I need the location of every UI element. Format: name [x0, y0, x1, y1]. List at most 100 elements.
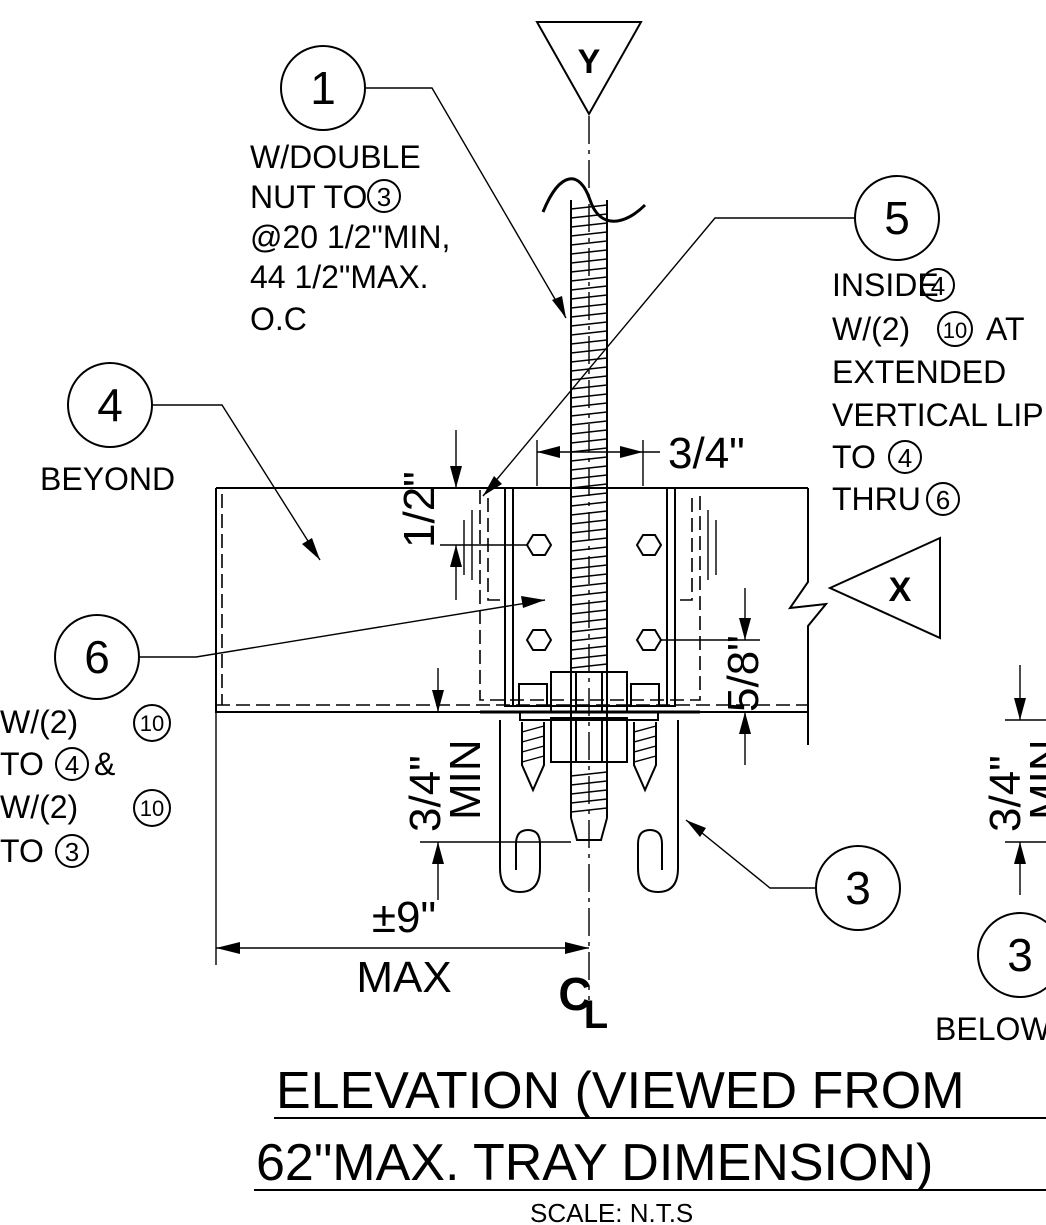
- rod-thread-line: [570, 483, 608, 489]
- rod-thread-line: [570, 231, 608, 237]
- dim-min-left: 3/4" MIN: [401, 668, 571, 900]
- rod-thread-line: [570, 276, 608, 282]
- rod-thread-line: [570, 474, 608, 480]
- rod-thread-line: [570, 357, 608, 363]
- rod-thread-line: [570, 312, 608, 318]
- double-nuts: [519, 671, 659, 763]
- centerline-symbol: C L: [558, 968, 608, 1037]
- callout-1-note-3: @20 1/2"MIN,: [250, 219, 450, 255]
- bracket-plate: [480, 487, 700, 714]
- rod-thread-line: [570, 456, 608, 462]
- rod-thread-line: [570, 789, 608, 795]
- callout-5-ref-3: 4: [898, 443, 912, 473]
- rod-thread-line: [570, 285, 608, 291]
- centerline-c: C: [558, 968, 591, 1020]
- callout-5-note-4: EXTENDED: [832, 354, 1006, 390]
- callout-5-ref-1: 4: [931, 271, 945, 301]
- rod-thread-line: [570, 663, 608, 669]
- rod-thread-line: [570, 546, 608, 552]
- callout-1-note-1: W/DOUBLE: [250, 139, 421, 175]
- rod-thread-line: [570, 780, 608, 786]
- rod-thread-line: [570, 204, 608, 210]
- rod-thread-line: [570, 429, 608, 435]
- callout-1-note-2: NUT TO: [250, 179, 367, 215]
- rod-thread-line: [570, 555, 608, 561]
- rod-thread-line: [570, 348, 608, 354]
- callout-5-note-3: AT: [986, 311, 1025, 347]
- rod-thread-line: [570, 249, 608, 255]
- callout-5-ref-2: 10: [943, 318, 967, 343]
- dim-min-left-value: 3/4": [401, 755, 450, 832]
- rod-thread-line: [570, 393, 608, 399]
- rod-thread-line: [570, 564, 608, 570]
- rod-thread-line: [570, 537, 608, 543]
- callout-5-note-2: W/(2): [832, 311, 910, 347]
- title-line-1: ELEVATION (VIEWED FROM: [276, 1062, 965, 1120]
- rod-thread-line: [570, 267, 608, 273]
- callout-5-ref-4: 6: [936, 485, 950, 515]
- rod-thread-line: [570, 240, 608, 246]
- callout-3-below-number: 3: [1007, 929, 1033, 981]
- rod-thread-line: [570, 213, 608, 219]
- callout-3: 3: [685, 819, 901, 931]
- rod-thread-line: [570, 321, 608, 327]
- rod-thread-line: [570, 582, 608, 588]
- title-line-2: 62"MAX. TRAY DIMENSION): [256, 1134, 933, 1192]
- callout-4-number: 4: [97, 379, 123, 431]
- callout-3-number: 3: [845, 862, 871, 914]
- centerline-l: L: [584, 993, 608, 1037]
- rod-thread-line: [570, 438, 608, 444]
- rod-thread-line: [570, 519, 608, 525]
- callout-1-number: 1: [310, 62, 336, 114]
- callout-6-number: 6: [84, 631, 110, 683]
- callout-6-note-2: TO: [0, 746, 44, 782]
- callout-6-ref-4: 3: [65, 837, 79, 867]
- callout-1-ref: 3: [377, 182, 391, 212]
- callout-6: 6 W/(2) 10 TO 4 & W/(2) 10 TO 3: [0, 596, 546, 869]
- strut-channel-below: [499, 720, 679, 894]
- dim-min-right: 3/4" MIN: [981, 665, 1046, 895]
- rod-thread-line: [570, 798, 608, 804]
- rod-thread-line: [570, 375, 608, 381]
- section-marker-y: Y: [535, 21, 643, 117]
- dim-min-right-min: MIN: [1021, 739, 1046, 820]
- rod-thread-line: [570, 636, 608, 642]
- dim-width-max: MAX: [356, 953, 451, 1002]
- marker-y-label: Y: [578, 43, 601, 81]
- dim-half: 1/2": [395, 430, 527, 600]
- rod-thread-line: [570, 258, 608, 264]
- rod-thread-line: [570, 501, 608, 507]
- dim-min-right-value: 3/4": [981, 755, 1030, 832]
- callout-4: 4 BEYOND: [40, 362, 321, 561]
- rod-thread-line: [570, 573, 608, 579]
- callout-3-below-note: BELOW: [935, 1011, 1046, 1047]
- rod-thread-line: [570, 222, 608, 228]
- rod-thread-line: [570, 528, 608, 534]
- rod-thread-line: [570, 384, 608, 390]
- callout-6-ref-2: 4: [65, 750, 79, 780]
- rod-thread-line: [570, 627, 608, 633]
- callout-5-note-1: INSIDE: [832, 267, 939, 303]
- marker-x-label: X: [889, 571, 912, 609]
- callout-1-note-4: 44 1/2"MAX.: [250, 259, 429, 295]
- dim-min-left-min: MIN: [441, 739, 490, 820]
- callout-6-note-4: W/(2): [0, 789, 78, 825]
- rod-thread-line: [570, 600, 608, 606]
- callout-6-ref-3: 10: [140, 796, 164, 821]
- rod-thread-line: [570, 510, 608, 516]
- title-block: ELEVATION (VIEWED FROM 62"MAX. TRAY DIME…: [254, 1062, 1046, 1225]
- screws: [518, 683, 660, 793]
- rod-thread-line: [570, 591, 608, 597]
- dim-width-value: ±9": [372, 893, 436, 942]
- scale-label: SCALE: N.T.S: [530, 1198, 693, 1225]
- dim-half-label: 1/2": [395, 471, 444, 548]
- callout-6-note-5: TO: [0, 833, 44, 869]
- rod-thread-line: [570, 411, 608, 417]
- rod-thread-line: [570, 402, 608, 408]
- rod-thread-line: [570, 654, 608, 660]
- callout-5-note-6: TO: [832, 439, 876, 475]
- rod-thread-line: [570, 645, 608, 651]
- rod-thread-line: [570, 807, 608, 813]
- rod-thread-line: [570, 303, 608, 309]
